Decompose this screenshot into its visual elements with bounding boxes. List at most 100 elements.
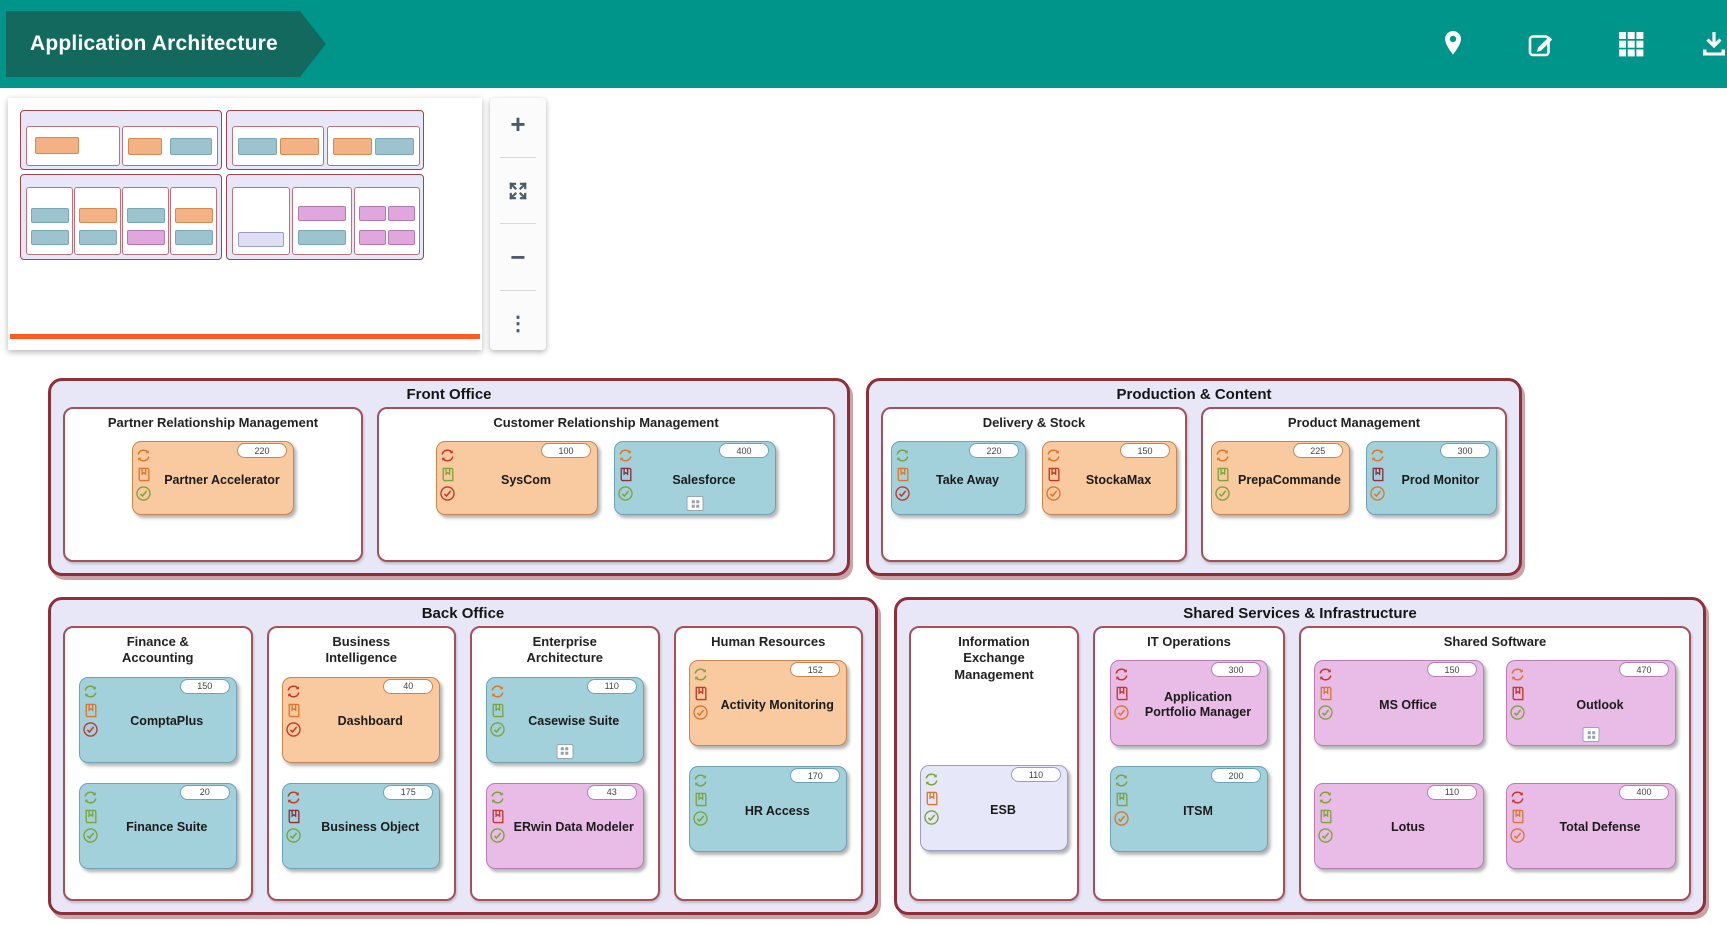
count-badge: 100 — [541, 443, 591, 459]
count-badge: 225 — [1292, 443, 1343, 459]
check-icon — [489, 827, 506, 844]
app-card[interactable]: 170 HR Access — [689, 766, 848, 853]
zone-production-content: Production & Content Delivery & Stock 22… — [866, 378, 1522, 576]
card-status-icons — [285, 683, 302, 738]
card-status-icons — [894, 447, 911, 502]
app-card[interactable]: 200 ITSM — [1110, 766, 1268, 853]
card-status-icons — [285, 789, 302, 844]
document-icon — [489, 808, 506, 825]
app-card[interactable]: 150 ComptaPlus — [78, 676, 237, 763]
expand-icon[interactable] — [686, 496, 704, 512]
group-title: Delivery & Stock — [982, 415, 1086, 430]
zoom-out-button[interactable]: − — [503, 243, 533, 271]
app-card[interactable]: 150 StockaMax — [1042, 441, 1177, 516]
card-status-icons — [692, 666, 709, 721]
app-card[interactable]: 300 Prod Monitor — [1365, 441, 1497, 516]
document-icon — [1509, 808, 1526, 825]
app-card[interactable]: 400 Salesforce — [614, 441, 776, 516]
count-badge: 150 — [1427, 662, 1477, 678]
app-card[interactable]: 220 Take Away — [891, 441, 1026, 516]
expand-icon[interactable] — [556, 743, 574, 759]
group-customer-relationship-management: Customer Relationship Management 100 Sys… — [377, 407, 835, 562]
app-card[interactable]: 400 Total Defense — [1506, 782, 1676, 869]
app-card[interactable]: 40 Dashboard — [282, 676, 441, 763]
check-icon — [82, 827, 99, 844]
toolbar-divider — [500, 290, 536, 292]
edit-icon[interactable] — [1525, 28, 1557, 60]
lifecycle-icon — [923, 771, 940, 788]
group-information-exchange-management: Information Exchange Management 110 ESB — [909, 626, 1079, 901]
toolbar-divider — [500, 223, 536, 225]
app-card[interactable]: 175 Business Object — [282, 782, 441, 869]
expand-icon[interactable] — [1582, 727, 1600, 743]
check-icon — [1113, 704, 1130, 721]
app-name: SysCom — [500, 472, 552, 487]
app-name: Prod Monitor — [1401, 472, 1480, 487]
app-card[interactable]: 20 Finance Suite — [78, 782, 237, 869]
zoom-in-button[interactable]: + — [503, 110, 533, 138]
group-title: Finance & Accounting — [122, 634, 194, 666]
card-status-icons — [82, 789, 99, 844]
group-title: Partner Relationship Management — [107, 415, 319, 430]
location-pin-icon[interactable] — [1437, 28, 1469, 60]
lifecycle-icon — [1214, 447, 1231, 464]
lifecycle-icon — [692, 666, 709, 683]
check-icon — [1317, 704, 1334, 721]
zone-title: Shared Services & Infrastructure — [1183, 605, 1417, 622]
fit-view-button[interactable] — [503, 177, 533, 205]
minimap[interactable] — [8, 98, 482, 350]
count-badge: 300 — [1440, 443, 1490, 459]
check-icon — [1317, 827, 1334, 844]
card-status-icons — [1509, 789, 1526, 844]
minimap-production-content — [226, 110, 424, 170]
zone-front-office: Front Office Partner Relationship Manage… — [48, 378, 850, 576]
app-card[interactable]: 470 Outlook — [1506, 660, 1676, 747]
app-name: ERwin Data Modeler — [513, 820, 634, 834]
app-name: HR Access — [744, 803, 810, 818]
app-card[interactable]: 43 ERwin Data Modeler — [485, 782, 644, 869]
app-card[interactable]: 100 SysCom — [436, 441, 598, 516]
group-title: Product Management — [1287, 415, 1421, 430]
check-icon — [489, 721, 506, 738]
app-card[interactable]: 110 Casewise Suite — [485, 676, 644, 763]
card-status-icons — [82, 683, 99, 738]
app-card[interactable]: 150 MS Office — [1314, 660, 1484, 747]
zone-title: Front Office — [406, 386, 492, 403]
lifecycle-icon — [1113, 666, 1130, 683]
check-icon — [1045, 485, 1062, 502]
document-icon — [1214, 466, 1231, 483]
group-finance-accounting: Finance & Accounting 150 ComptaPlus — [63, 626, 253, 901]
card-status-icons — [1509, 666, 1526, 721]
download-icon[interactable] — [1698, 28, 1727, 60]
app-card[interactable]: 152 Activity Monitoring — [689, 660, 848, 747]
count-badge: 400 — [1619, 784, 1669, 800]
count-badge: 110 — [586, 678, 637, 694]
card-status-icons — [1113, 666, 1130, 721]
app-card[interactable]: 110 Lotus — [1314, 782, 1484, 869]
app-card[interactable]: 110 ESB — [920, 765, 1068, 851]
card-status-icons — [1045, 447, 1062, 502]
count-badge: 110 — [1011, 767, 1061, 782]
check-icon — [285, 721, 302, 738]
group-shared-software: Shared Software 150 MS Office — [1299, 626, 1691, 901]
zone-shared-services-infrastructure: Shared Services & Infrastructure Informa… — [894, 597, 1706, 915]
grid-view-icon[interactable] — [1615, 28, 1647, 60]
zoom-in-icon: + — [510, 109, 526, 139]
app-card[interactable]: 225 PrepaCommande — [1211, 441, 1350, 516]
group-title: Human Resources — [711, 634, 826, 649]
app-name: StockaMax — [1085, 472, 1152, 487]
document-icon — [1369, 466, 1386, 483]
document-icon — [1317, 685, 1334, 702]
document-icon — [1113, 791, 1130, 808]
group-business-intelligence: Business Intelligence 40 Dashboard — [266, 626, 456, 901]
app-name: Partner Accelerator — [164, 472, 280, 487]
lifecycle-icon — [1113, 772, 1130, 789]
count-badge: 43 — [586, 784, 637, 800]
group-partner-relationship-management: Partner Relationship Management 220 Part… — [63, 407, 363, 562]
count-badge: 110 — [1427, 784, 1477, 800]
app-card[interactable]: 300 Application Portfolio Manager — [1110, 660, 1268, 747]
more-options-button[interactable]: ⋮ — [503, 310, 533, 338]
app-card[interactable]: 220 Partner Accelerator — [132, 441, 294, 516]
lifecycle-icon — [1369, 447, 1386, 464]
